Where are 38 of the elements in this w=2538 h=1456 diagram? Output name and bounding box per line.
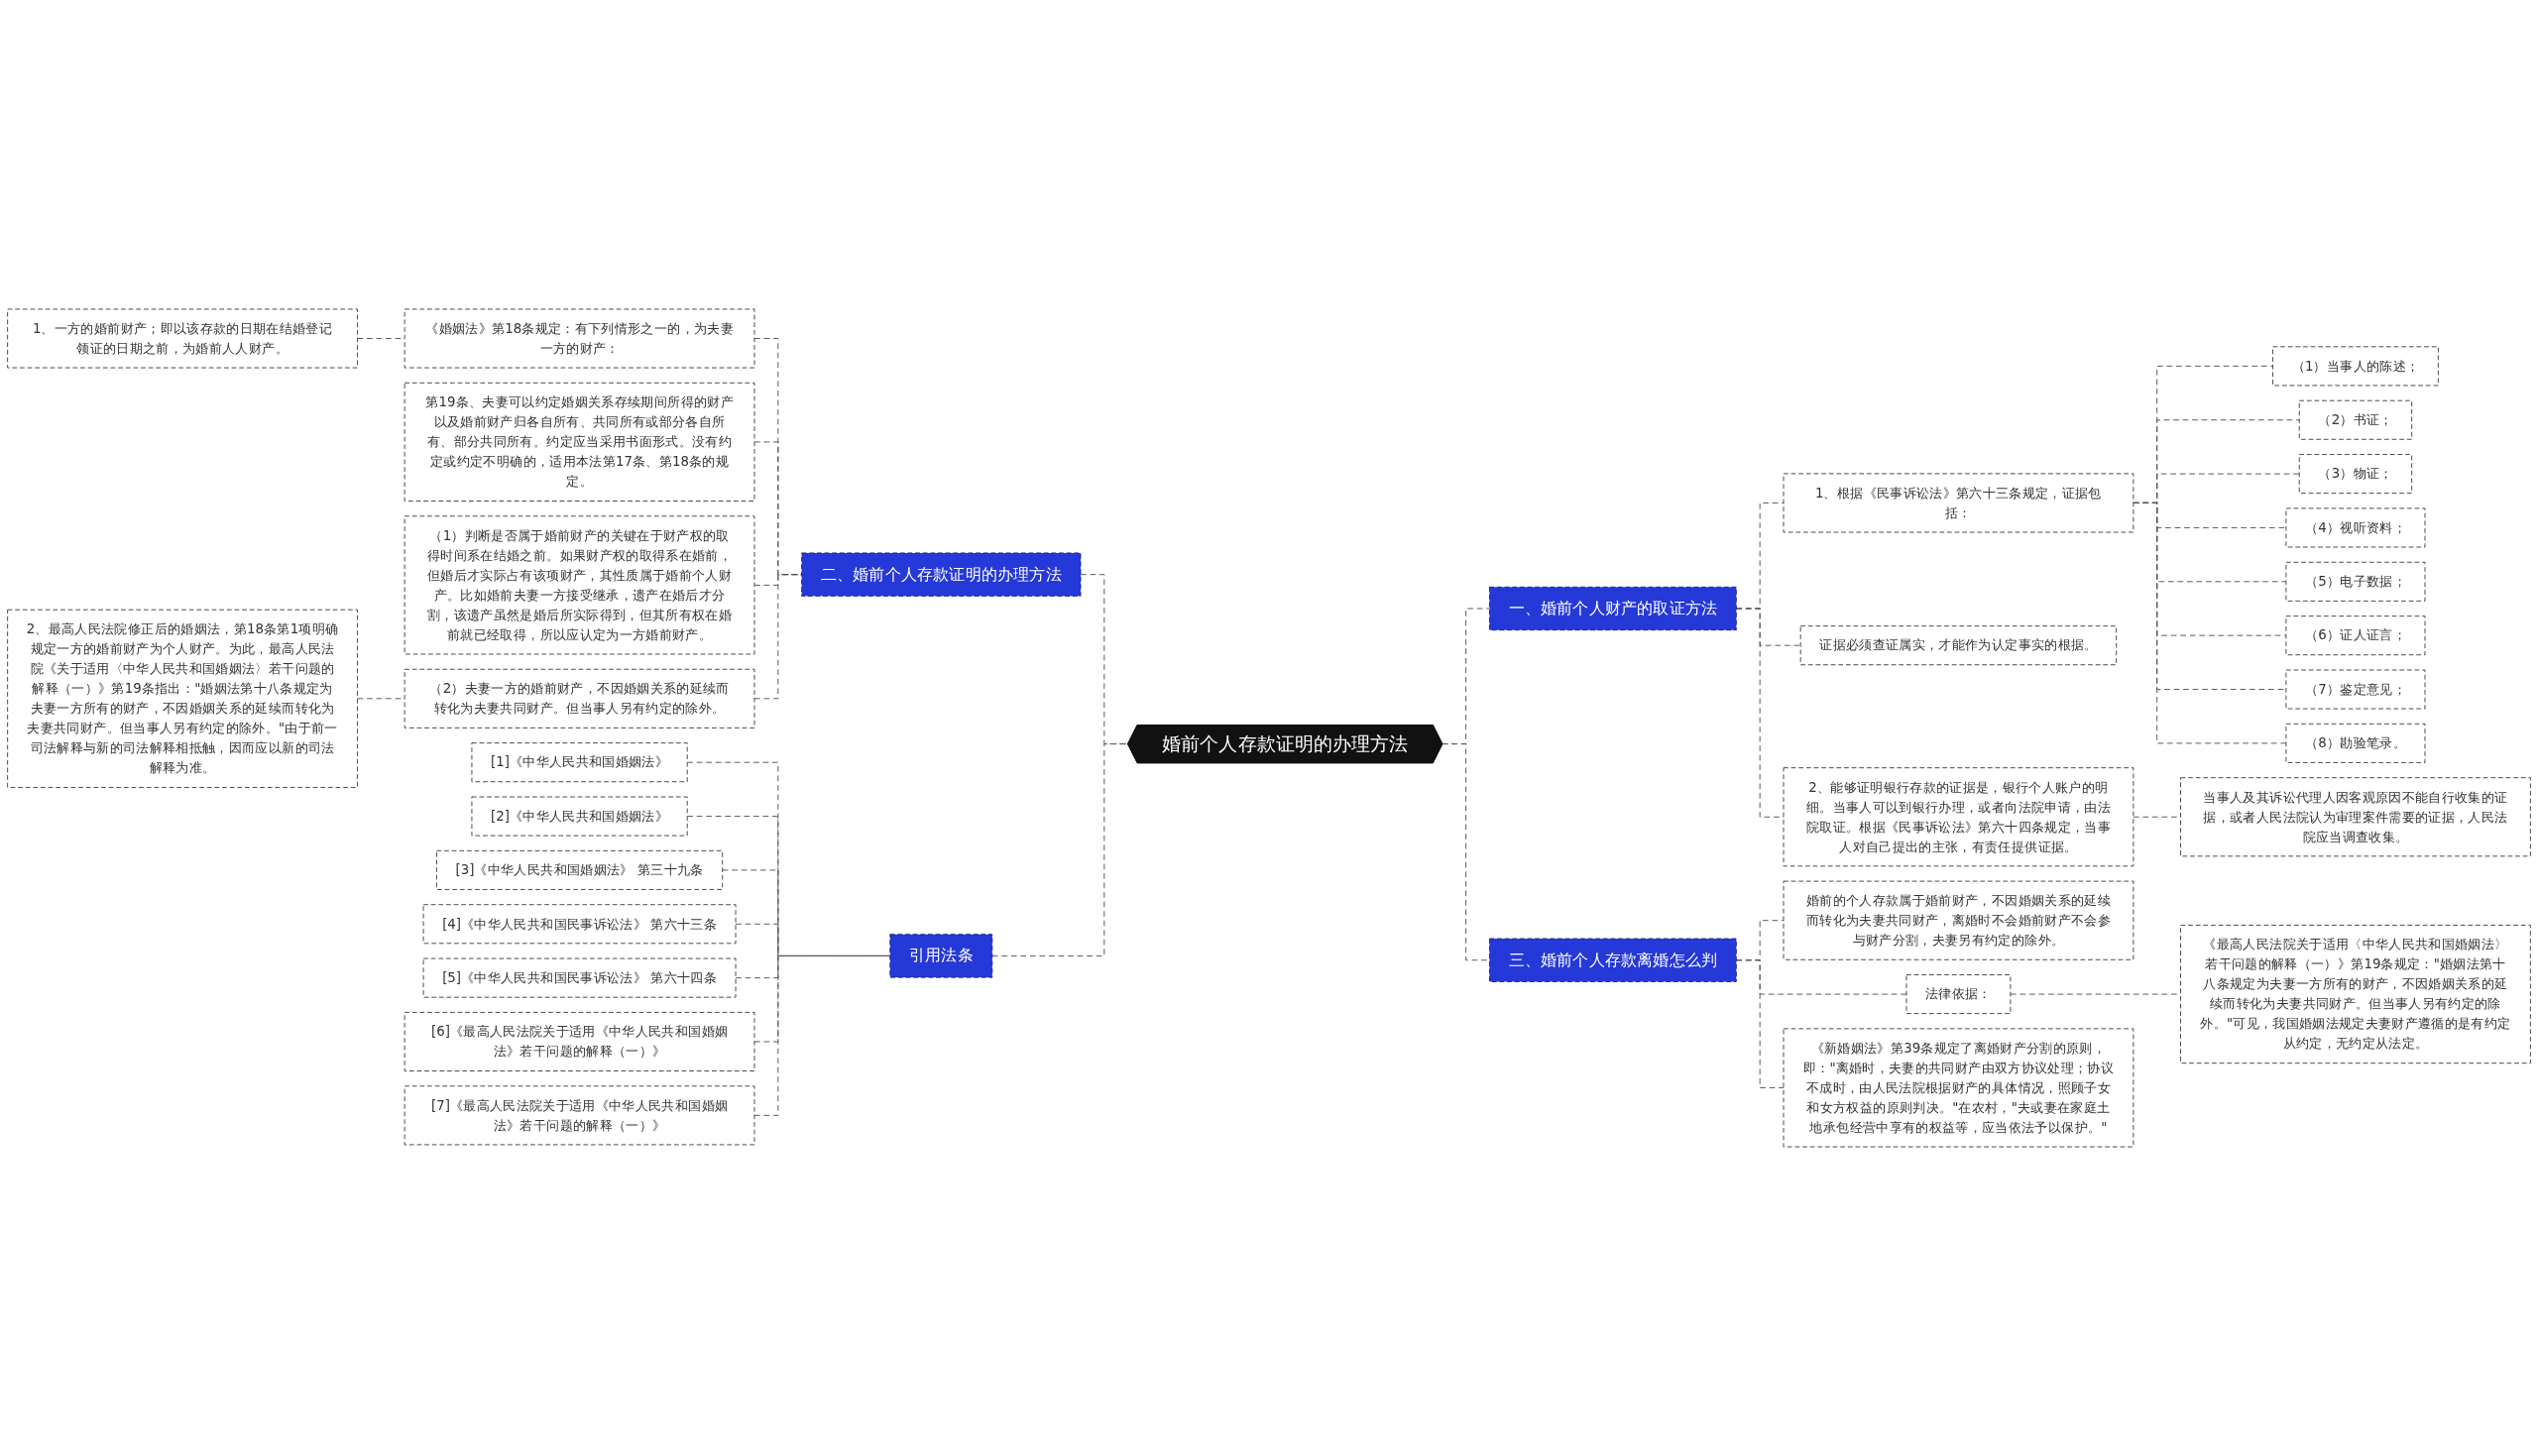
node-box: 1、根据《民事诉讼法》第六十三条规定，证据包括： [1783,473,2134,533]
node-box: [2]《中华人民共和国婚姻法》 [471,796,688,837]
node-box: 法律依据： [1905,974,2012,1015]
node-box: [7]《最高人民法院关于适用《中华人民共和国婚姻法》若干问题的解释（一）》 [404,1085,755,1146]
node-box: 《最高人民法院关于适用〈中华人民共和国婚姻法〉若干问题的解释（一）》第19条规定："婚姻法第十八条规定为夫妻一方所有的财产，不因婚姻关系的延续而转化为夫妻共同财产。但当事人另有约定的除外。"可见，我国婚姻法规定夫妻财产遵循的是有约定从约定，无约定从法定。 [2180,924,2531,1064]
connector [753,954,891,1043]
connector [1442,743,1490,961]
node-box: 婚前的个人存款属于婚前财产，不因婚姻关系的延续而转化为夫妻共同财产，离婚时不会婚前财产不会参与财产分割，夫妻另有约定的除外。 [1783,880,2134,960]
node-box: （1）当事人的陈述； [2272,346,2439,387]
node-box: 2、最高人民法院修正后的婚姻法，第18条第1项明确规定一方的婚前财产为个人财产。为此，最高人民法院《关于适用〈中华人民共和国婚姻法〉若干问题的解释（一）》第19条指出："婚姻法第十八条规定为夫妻一方所有的财产，不因婚姻关系的延续而转化为夫妻共同财产。但当事人另有约定的除外。"由于前一司法解释与新的司法解释相抵触，因而应以新的司法解释为准。 [7,609,358,788]
node-box: （7）鉴定意见； [2285,669,2426,710]
node-box: （4）视听资料； [2285,507,2426,548]
node-box: 一、婚前个人财产的取证方法 [1488,586,1737,631]
node-box: 《婚姻法》第18条规定：有下列情形之一的，为夫妻一方的财产： [404,308,755,369]
node-box: （5）电子数据； [2285,561,2426,602]
node-box: [3]《中华人民共和国婚姻法》 第三十九条 [435,849,724,890]
connector [753,954,891,1116]
connector [1735,959,1785,1088]
node-box: （8）勘验笔录。 [2285,723,2426,763]
node-box: [1]《中华人民共和国婚姻法》 [471,742,688,783]
node-box: 三、婚前个人存款离婚怎么判 [1488,938,1737,982]
node-box: [5]《中华人民共和国民事诉讼法》 第六十四条 [422,957,737,998]
node-box: 当事人及其诉讼代理人因客观原因不能自行收集的证据，或者人民法院认为审理案件需要的证据，人民法院应当调查收集。 [2180,777,2531,857]
node-box: （2）夫妻一方的婚前财产，不因婚姻关系的延续而转化为夫妻共同财产。但当事人另有约定的除外。 [404,668,755,728]
node-box: [4]《中华人民共和国民事诉讼法》 第六十三条 [422,904,737,945]
node-box: 二、婚前个人存款证明的办理方法 [801,552,1082,597]
node-box: 2、能够证明银行存款的证据是，银行个人账户的明细。当事人可以到银行办理，或者向法院申请，由法院取证。根据《民事诉讼法》第六十四条规定，当事人对自己提出的主张，有责任提供证据。 [1783,767,2134,867]
node-box: （1）判断是否属于婚前财产的关键在于财产权的取得时间系在结婚之前。如果财产权的取得系在婚前，但婚后才实际占有该项财产，其性质属于婚前个人财产。比如婚前夫妻一方接受继承，遗产在婚后才分割，该遗产虽然是婚后所实际得到，但其所有权在婚前就已经取得，所以应认定为一方婚前财产。 [404,515,755,655]
connector [2133,502,2287,744]
node-box: 《新婚姻法》第39条规定了离婚财产分割的原则，即："离婚时，夫妻的共同财产由双方协议处理；协议不成时，由人民法院根据财产的具体情况，照顾子女和女方权益的原则判决。"在农村，"夫或妻在家庭土地承包经营中享有的权益等，应当依法予以保护。" [1783,1028,2134,1148]
node-box: 证据必须查证属实，才能作为认定事实的根据。 [1799,625,2118,666]
node-box: [6]《最高人民法院关于适用《中华人民共和国婚姻法》若干问题的解释（一）》 [404,1011,755,1072]
node-box: 引用法条 [889,934,993,978]
node-box: 第19条、夫妻可以约定婚姻关系存续期间所得的财产以及婚前财产归各自所有、共同所有或部分各自所有、部分共同所有。约定应当采用书面形式。没有约定或约定不明确的，适用本法第17条、第18条的规定。 [404,382,755,502]
node-box: （6）证人证言； [2285,616,2426,656]
node-box: （2）书证； [2298,399,2413,440]
node-box: （3）物证； [2298,454,2413,495]
node-box: 1、一方的婚前财产；即以该存款的日期在结婚登记领证的日期之前，为婚前人人财产。 [7,308,358,369]
